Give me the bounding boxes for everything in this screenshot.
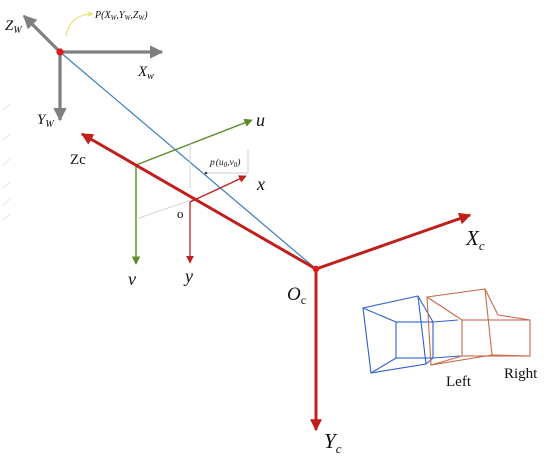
point-label-arc: [65, 11, 94, 37]
camera-origin-point: [312, 265, 320, 273]
label-zw: ZW: [5, 18, 23, 36]
label-x: x: [256, 174, 265, 194]
label-y: y: [183, 266, 193, 286]
label-oc: Oc: [287, 284, 306, 307]
label-u: u: [256, 110, 265, 130]
camera-axes: [80, 132, 472, 432]
label-zc: Zc: [70, 152, 86, 168]
world-axis-zw: [22, 14, 62, 54]
image-point: [204, 171, 208, 175]
image-axis-x: [189, 175, 247, 203]
image-plane-top-edge: [135, 118, 253, 166]
world-point: [56, 48, 64, 56]
image-plane: [131, 118, 253, 265]
label-world-point: P(XW,YW,ZW): [94, 10, 148, 22]
label-xw: Xw: [137, 64, 154, 82]
world-axes: [22, 14, 164, 122]
label-origin-o: o: [177, 206, 184, 221]
left-camera-wireframe: [362, 295, 461, 374]
camera-axis-zc: [80, 132, 317, 271]
label-right: Right: [504, 366, 538, 382]
camera-axis-xc: [315, 212, 472, 271]
label-xc: Xc: [465, 226, 485, 253]
label-v: v: [128, 269, 136, 289]
sight-line: [59, 51, 317, 270]
label-yc: Yc: [324, 429, 342, 456]
label-image-point: p(u0,v0): [209, 157, 240, 169]
label-yw: YW: [37, 112, 55, 130]
image-plane-bottom-edge: [135, 196, 201, 220]
right-camera-wireframe: [426, 288, 531, 366]
label-left: Left: [446, 374, 472, 390]
faint-dashes: [2, 103, 11, 221]
